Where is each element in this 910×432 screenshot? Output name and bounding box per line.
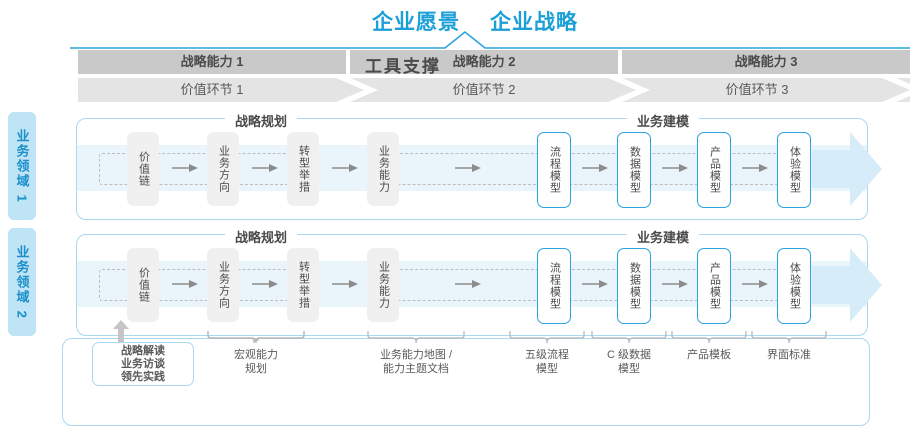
step-product-model-1[interactable]: 产品模型	[697, 132, 731, 208]
step-business-capability-1[interactable]: 业务能力	[367, 132, 399, 206]
step-label: 体验模型	[788, 262, 801, 310]
step-label: 价值链	[137, 151, 150, 187]
value-chain-label-3: 价值环节 3	[725, 82, 789, 97]
arrow-icon	[172, 164, 198, 172]
step-label: 业务方向	[217, 145, 230, 193]
forward-arrow-icon-2	[812, 248, 882, 322]
step-transformation-2[interactable]: 转型举措	[287, 248, 319, 322]
arrow-icon	[582, 164, 608, 172]
sidebar-item-domain-2[interactable]: 业务领域 2	[8, 228, 36, 336]
step-label: 产品模型	[708, 146, 721, 194]
value-chain-band	[78, 78, 910, 102]
arrow-icon	[742, 164, 768, 172]
value-chain-label-1: 价值环节 1	[180, 82, 244, 97]
tool-support-container	[62, 338, 870, 426]
peak-connector-line	[70, 30, 910, 49]
step-label: 数据模型	[628, 146, 641, 194]
step-value-chain-2[interactable]: 价值链	[127, 248, 159, 322]
brace-icon-macro-capability	[207, 331, 305, 344]
capability-label-2: 战略能力 2	[452, 54, 516, 69]
arrow-icon	[455, 280, 481, 288]
value-chain-label-2: 价值环节 2	[452, 82, 516, 97]
step-business-direction-2[interactable]: 业务方向	[207, 248, 239, 322]
section-title-modeling-1: 业务建模	[627, 111, 700, 130]
forward-arrow-icon-1	[812, 132, 882, 206]
tool-label-product-template: 产品模板	[687, 349, 731, 361]
domain-row-2: 价值链 业务方向 转型举措 业务能力 流程模型 数据模型	[76, 234, 882, 336]
brace-icon-product-template	[671, 331, 747, 344]
step-label: 价值链	[137, 267, 150, 303]
step-value-chain-1[interactable]: 价值链	[127, 132, 159, 206]
tool-interview-box[interactable]: 战略解读 业务访谈 领先实践	[92, 342, 194, 386]
step-label: 数据模型	[628, 262, 641, 310]
sidebar-item-domain-1[interactable]: 业务领域 1	[8, 112, 36, 220]
arrow-icon	[582, 280, 608, 288]
step-process-model-2[interactable]: 流程模型	[537, 248, 571, 324]
brace-icon-process-model	[509, 331, 585, 344]
step-label: 流程模型	[548, 146, 561, 194]
arrow-icon	[332, 280, 358, 288]
arrow-icon	[455, 164, 481, 172]
arrow-icon	[172, 280, 198, 288]
tool-interview-label: 战略解读 业务访谈 领先实践	[121, 344, 165, 383]
step-label: 体验模型	[788, 146, 801, 194]
brace-icon-data-model	[591, 331, 667, 344]
step-product-model-2[interactable]: 产品模型	[697, 248, 731, 324]
step-label: 产品模型	[708, 262, 721, 310]
step-label: 转型举措	[297, 261, 310, 309]
arrow-icon	[742, 280, 768, 288]
arrow-icon	[332, 164, 358, 172]
step-data-model-2[interactable]: 数据模型	[617, 248, 651, 324]
step-transformation-1[interactable]: 转型举措	[287, 132, 319, 206]
domain-label-1: 业务领域 1	[14, 128, 30, 204]
enterprise-vision-title: 企业愿景	[372, 11, 460, 34]
tool-label-process-model: 五级流程模型	[525, 349, 569, 375]
enterprise-strategy-title: 企业战略	[490, 11, 578, 34]
tool-label-data-model: C 级数据模型	[607, 349, 651, 375]
capability-band-3: 战略能力 3	[622, 50, 910, 74]
step-experience-model-1[interactable]: 体验模型	[777, 132, 811, 208]
capability-label-3: 战略能力 3	[734, 54, 798, 69]
step-business-capability-2[interactable]: 业务能力	[367, 248, 399, 322]
step-label: 业务方向	[217, 261, 230, 309]
arrow-icon	[252, 164, 278, 172]
arrow-icon	[662, 164, 688, 172]
capability-band-1: 战略能力 1	[78, 50, 346, 74]
tool-label-ui-standard: 界面标准	[767, 349, 811, 361]
capability-band-2: 战略能力 2	[350, 50, 618, 74]
tool-label-macro-capability: 宏观能力规划	[234, 349, 278, 375]
step-experience-model-2[interactable]: 体验模型	[777, 248, 811, 324]
brace-icon-ui-standard	[751, 331, 827, 344]
arrow-icon	[662, 280, 688, 288]
capability-label-1: 战略能力 1	[180, 54, 244, 69]
section-title-modeling-2: 业务建模	[627, 227, 700, 246]
tool-label-capability-map: 业务能力地图 /能力主题文档	[379, 349, 453, 375]
step-label: 业务能力	[377, 261, 390, 309]
up-arrow-icon	[113, 320, 129, 344]
section-title-planning-2: 战略规划	[225, 227, 298, 246]
step-label: 转型举措	[297, 145, 310, 193]
step-data-model-1[interactable]: 数据模型	[617, 132, 651, 208]
step-business-direction-1[interactable]: 业务方向	[207, 132, 239, 206]
domain-row-1: 价值链 业务方向 转型举措 业务能力 流程模型 数据模型	[76, 118, 882, 220]
domain-label-2: 业务领域 2	[14, 244, 30, 320]
tool-support-title: 工具支撑	[365, 57, 441, 76]
section-title-planning-1: 战略规划	[225, 111, 298, 130]
step-process-model-1[interactable]: 流程模型	[537, 132, 571, 208]
step-label: 业务能力	[377, 145, 390, 193]
brace-icon-capability-map	[367, 331, 465, 344]
step-label: 流程模型	[548, 262, 561, 310]
arrow-icon	[252, 280, 278, 288]
